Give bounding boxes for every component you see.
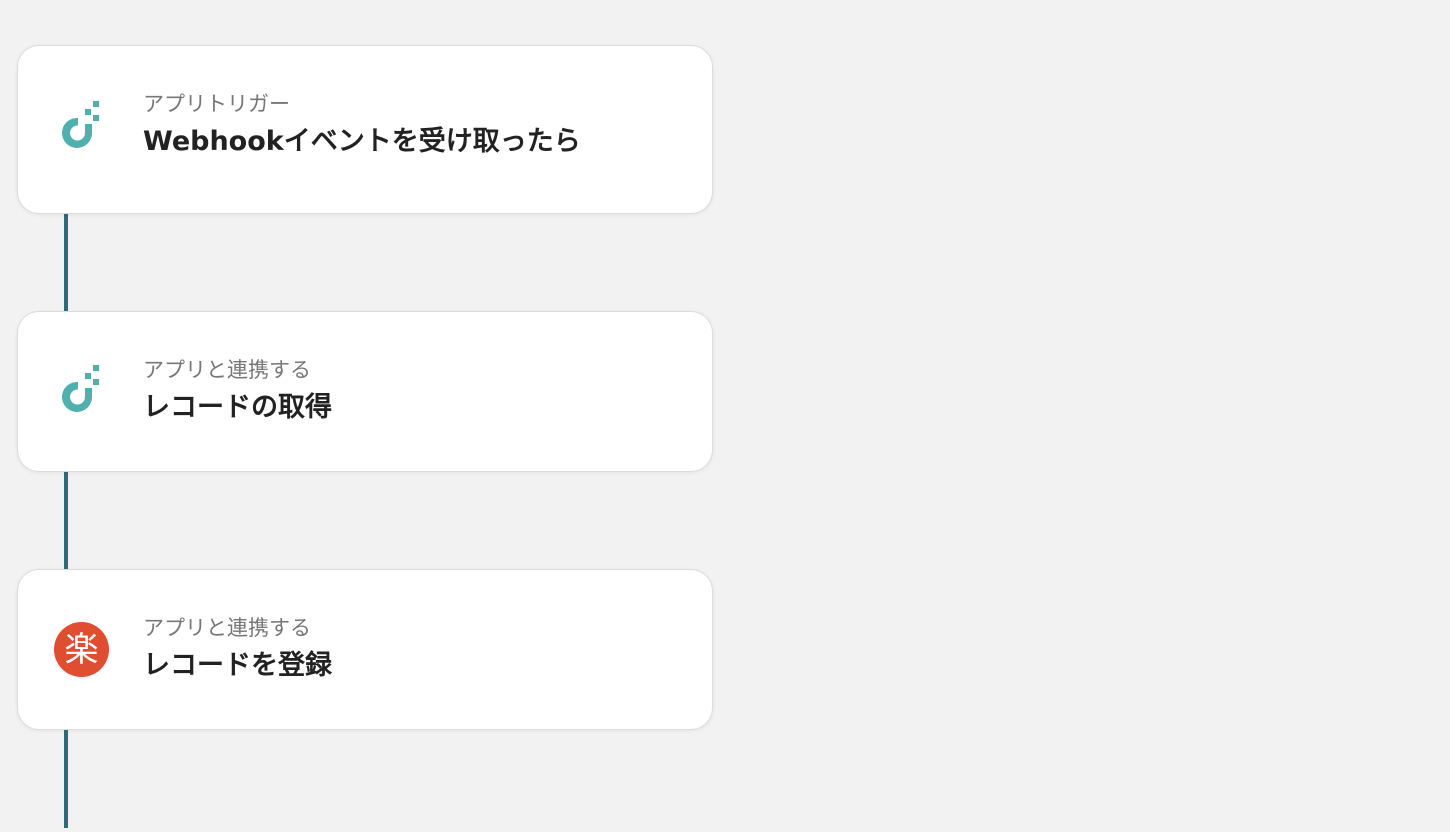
step-title: レコードを登録: [143, 650, 332, 681]
step-kicker: アプリと連携する: [143, 358, 311, 382]
step-kicker: アプリトリガー: [143, 92, 290, 116]
raku-badge: 楽: [54, 622, 109, 677]
raku-icon: 楽: [54, 622, 110, 678]
flow-connector: [64, 470, 68, 572]
step-title: Webhookイベントを受け取ったら: [143, 126, 581, 157]
flow-step-card[interactable]: 楽 アプリと連携する レコードを登録: [17, 569, 713, 730]
yoom-database-icon: [54, 100, 110, 156]
flow-step-card[interactable]: アプリトリガー Webhookイベントを受け取ったら: [17, 45, 713, 214]
yoom-database-icon: [54, 364, 110, 420]
step-kicker: アプリと連携する: [143, 616, 311, 640]
flow-connector: [64, 212, 68, 312]
step-title: レコードの取得: [143, 392, 332, 423]
flow-connector: [64, 728, 68, 828]
flow-step-card[interactable]: アプリと連携する レコードの取得: [17, 311, 713, 472]
